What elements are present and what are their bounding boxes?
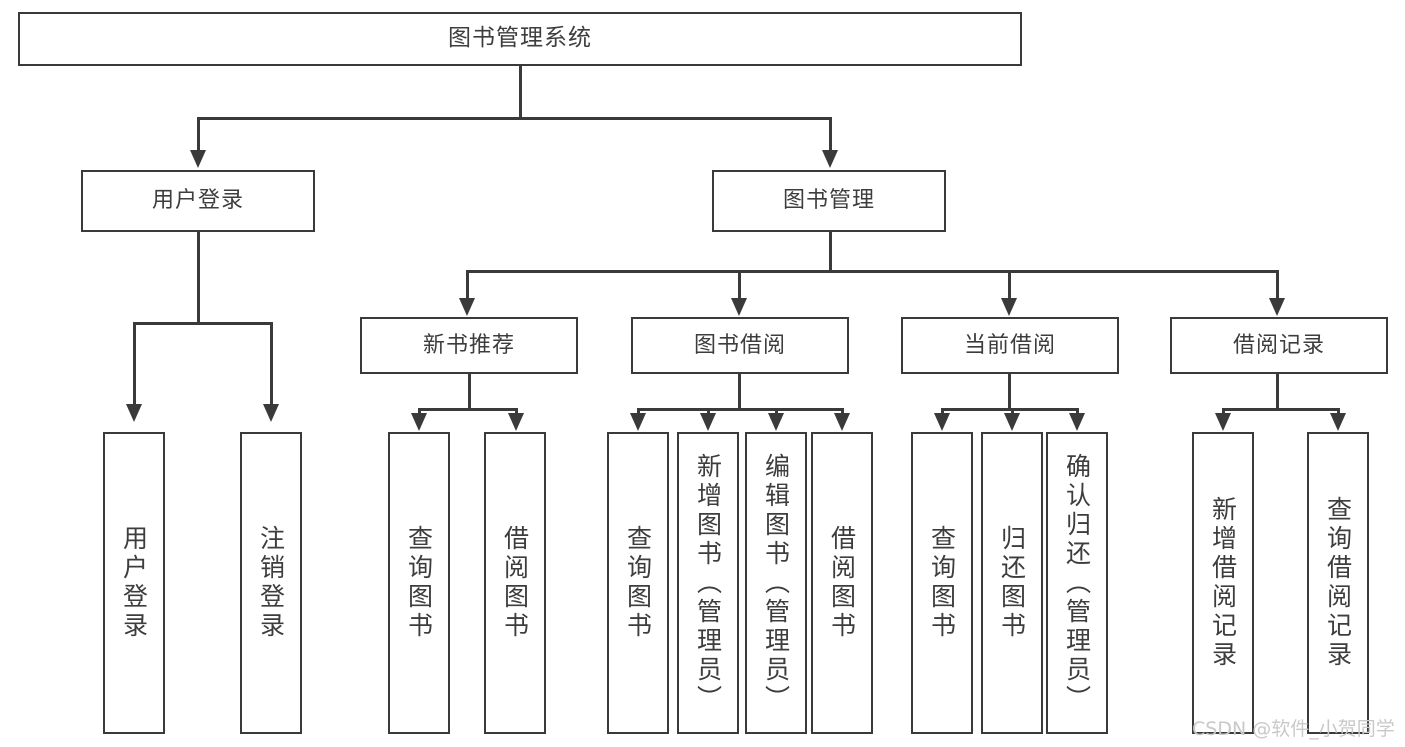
leaf-label: 查询图书	[623, 525, 653, 641]
arrowhead-bb-leaf-2	[700, 413, 716, 431]
connector-bm-drop-current	[1008, 270, 1011, 300]
connector-user-login-stem	[197, 232, 200, 323]
connector-new-book-stem	[468, 374, 471, 410]
node-label: 借阅记录	[1232, 332, 1325, 358]
leaf-current-borrow-return-book[interactable]: 归还图书	[981, 432, 1043, 734]
leaf-label: 归还图书	[997, 525, 1027, 641]
node-current-borrow[interactable]: 当前借阅	[901, 317, 1119, 374]
arrowhead-user-login-leaf-1	[126, 404, 142, 422]
connector-bm-drop-record	[1276, 270, 1279, 300]
connector-book-borrow-stem	[738, 374, 741, 410]
arrowhead-new-book-leaf-1	[411, 413, 427, 431]
leaf-label: 新增借阅记录	[1208, 496, 1238, 670]
connector-root-stem	[519, 66, 522, 118]
node-label: 当前借阅	[963, 332, 1056, 358]
node-label: 用户登录	[151, 188, 244, 214]
connector-user-login-drop-1	[133, 322, 136, 406]
leaf-user-login-login[interactable]: 用户登录	[103, 432, 165, 734]
arrowhead-bm-new-book-recommend	[459, 298, 475, 316]
arrowhead-root-to-user-login	[190, 150, 206, 168]
leaf-label: 查询图书	[927, 525, 957, 641]
arrowhead-user-login-leaf-2	[263, 404, 279, 422]
connector-new-book-bus	[418, 408, 518, 411]
arrowhead-bb-leaf-1	[630, 413, 646, 431]
arrowhead-bm-borrow-record	[1269, 298, 1285, 316]
leaf-label: 确认归还（管理员）	[1062, 452, 1092, 714]
connector-user-login-drop-2	[270, 322, 273, 406]
connector-root-to-book-management	[829, 117, 832, 153]
leaf-borrow-record-add-record[interactable]: 新增借阅记录	[1192, 432, 1254, 734]
connector-bm-drop-borrow	[738, 270, 741, 300]
arrowhead-root-to-book-management	[822, 150, 838, 168]
node-book-borrow[interactable]: 图书借阅	[631, 317, 849, 374]
leaf-new-book-borrow-book[interactable]: 借阅图书	[484, 432, 546, 734]
leaf-current-borrow-confirm-return-admin[interactable]: 确认归还（管理员）	[1046, 432, 1108, 734]
arrowhead-cb-leaf-2	[1004, 413, 1020, 431]
arrowhead-cb-leaf-3	[1069, 413, 1085, 431]
leaf-book-borrow-query-book[interactable]: 查询图书	[607, 432, 669, 734]
connector-current-borrow-bus	[941, 408, 1078, 411]
node-label: 新书推荐	[422, 332, 515, 358]
leaf-book-borrow-add-book-admin[interactable]: 新增图书（管理员）	[677, 432, 739, 734]
leaf-label: 用户登录	[119, 525, 149, 641]
leaf-label: 编辑图书（管理员）	[761, 452, 791, 714]
connector-book-management-stem	[829, 232, 832, 272]
csdn-watermark: CSDN @软件_小贺同学	[1192, 718, 1395, 740]
leaf-label: 借阅图书	[500, 525, 530, 641]
node-label: 图书管理	[782, 188, 875, 214]
connector-current-borrow-stem	[1008, 374, 1011, 410]
node-borrow-record[interactable]: 借阅记录	[1170, 317, 1388, 374]
arrowhead-new-book-leaf-2	[508, 413, 524, 431]
arrowhead-cb-leaf-1	[934, 413, 950, 431]
arrowhead-br-leaf-2	[1330, 413, 1346, 431]
node-label: 图书借阅	[693, 332, 786, 358]
connector-borrow-record-stem	[1276, 374, 1279, 410]
leaf-user-login-logout[interactable]: 注销登录	[240, 432, 302, 734]
leaf-label: 新增图书（管理员）	[693, 452, 723, 714]
node-root-book-management-system[interactable]: 图书管理系统	[18, 12, 1022, 66]
arrowhead-bb-leaf-3	[768, 413, 784, 431]
node-user-login[interactable]: 用户登录	[81, 170, 315, 232]
connector-user-login-bus	[133, 322, 272, 325]
arrowhead-bb-leaf-4	[834, 413, 850, 431]
connector-root-bus	[197, 117, 831, 120]
node-new-book-recommend[interactable]: 新书推荐	[360, 317, 578, 374]
leaf-label: 注销登录	[256, 525, 286, 641]
leaf-borrow-record-query-record[interactable]: 查询借阅记录	[1307, 432, 1369, 734]
connector-root-to-user-login	[197, 117, 200, 153]
connector-bm-drop-new-book	[466, 270, 469, 300]
node-book-management[interactable]: 图书管理	[712, 170, 946, 232]
leaf-current-borrow-query-book[interactable]: 查询图书	[911, 432, 973, 734]
arrowhead-bm-current-borrow	[1001, 298, 1017, 316]
arrowhead-br-leaf-1	[1215, 413, 1231, 431]
leaf-new-book-query-book[interactable]: 查询图书	[388, 432, 450, 734]
leaf-label: 查询借阅记录	[1323, 496, 1353, 670]
connector-book-borrow-bus	[637, 408, 842, 411]
leaf-book-borrow-borrow-book[interactable]: 借阅图书	[811, 432, 873, 734]
leaf-book-borrow-edit-book-admin[interactable]: 编辑图书（管理员）	[745, 432, 807, 734]
connector-borrow-record-bus	[1222, 408, 1339, 411]
node-label: 图书管理系统	[448, 25, 592, 52]
connector-book-management-bus	[466, 270, 1278, 273]
arrowhead-bm-book-borrow	[731, 298, 747, 316]
leaf-label: 借阅图书	[827, 525, 857, 641]
leaf-label: 查询图书	[404, 525, 434, 641]
